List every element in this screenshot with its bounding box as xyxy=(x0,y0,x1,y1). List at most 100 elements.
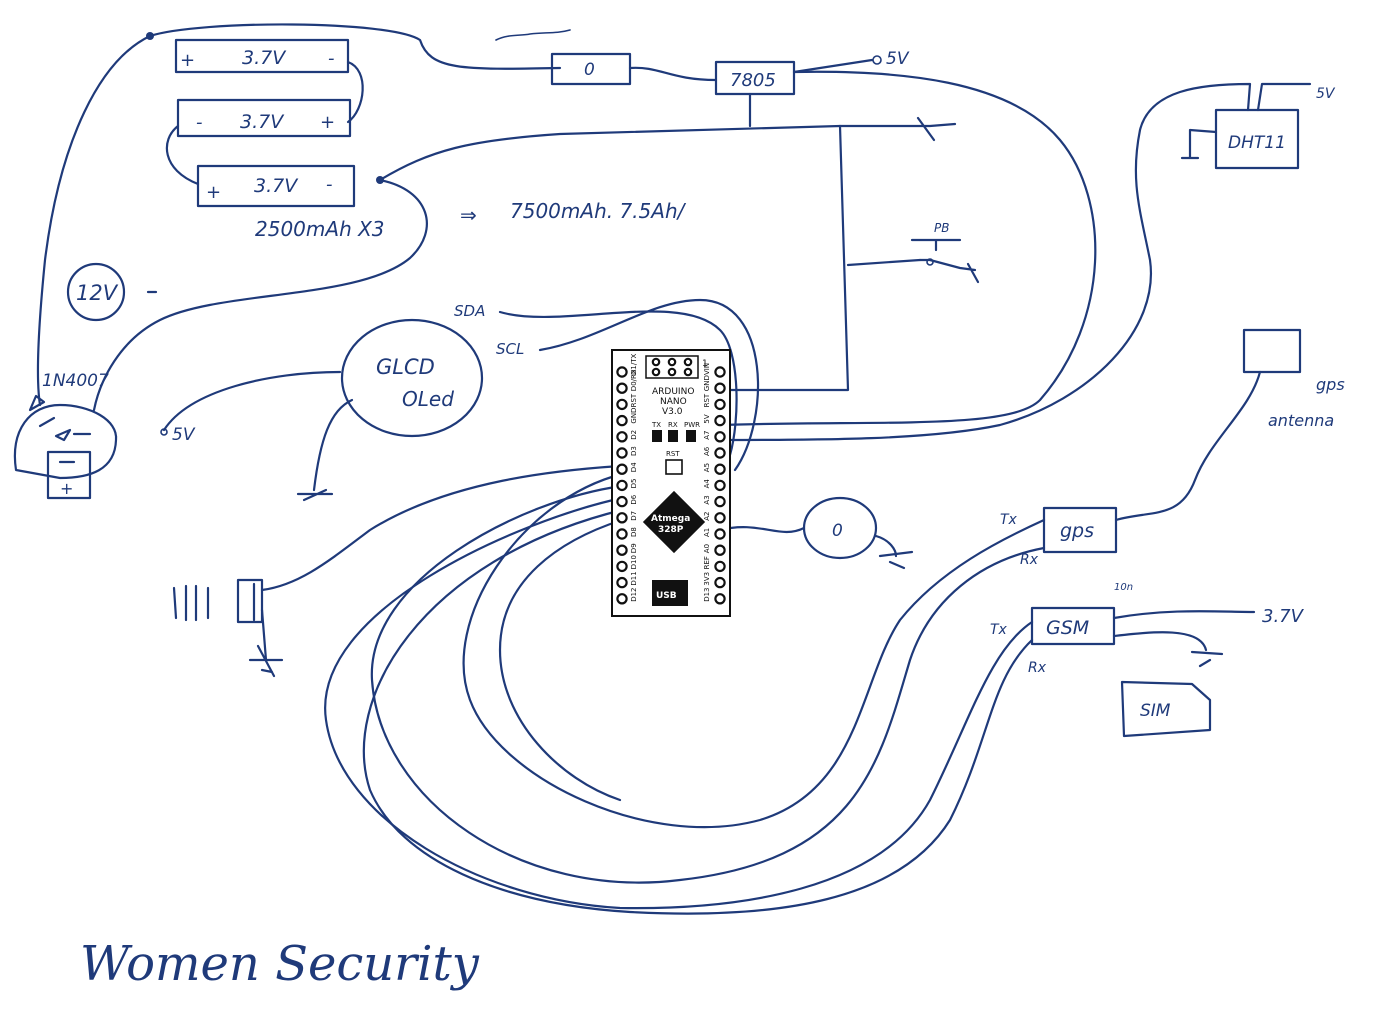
nano-pin xyxy=(714,495,726,508)
regulator-output-label: 5V xyxy=(886,49,910,69)
nano-subtitle: NANO xyxy=(660,397,687,407)
gsm-module: GSM Tx Rx 10n 3.7V SIM xyxy=(990,582,1305,738)
oled-supply-label: 5V xyxy=(172,425,196,445)
nano-pin xyxy=(714,398,726,411)
sound-waves xyxy=(172,584,210,622)
wire-battery-negative xyxy=(92,178,428,412)
nano-pin-label: A7 xyxy=(703,431,711,440)
speaker xyxy=(172,464,622,678)
led-label-tx: TX xyxy=(651,421,661,429)
sim-card xyxy=(1120,680,1212,738)
nano-pin-label: D2 xyxy=(630,430,638,440)
capacity-arrow: ⇒ xyxy=(460,203,477,227)
ground-symbol-top xyxy=(838,116,957,142)
nano-pin-label: A3 xyxy=(703,495,711,504)
nano-pin-label: D10 xyxy=(630,555,638,569)
nano-pin-label: A4 xyxy=(703,479,711,489)
nano-pin-label: A5 xyxy=(703,463,711,472)
nano-pin-label: D6 xyxy=(630,494,638,504)
nano-pin xyxy=(616,495,628,508)
nano-pin-label: D0/RX xyxy=(630,369,638,391)
pwr-led xyxy=(686,430,696,442)
wire-sda xyxy=(498,310,738,457)
nano-pin xyxy=(616,576,628,589)
oled-outline xyxy=(340,318,484,438)
nano-pin-label: GND xyxy=(630,408,638,424)
nano-pin xyxy=(714,366,726,378)
cell-body xyxy=(196,164,356,208)
sda-label: SDA xyxy=(454,302,485,320)
wire-5v-to-nano xyxy=(718,70,1097,427)
nano-pin-label: RST xyxy=(630,393,638,407)
speaker-ground xyxy=(248,608,284,678)
cell-voltage: 3.7V xyxy=(242,47,287,69)
wire-rail-to-nano xyxy=(716,124,850,392)
diode-label: 1N4007 xyxy=(42,371,109,391)
nano-pin xyxy=(714,576,726,589)
gsm-tx: Tx xyxy=(990,622,1008,638)
oled-supply-terminal xyxy=(160,428,168,436)
chip-label-line2: 328P xyxy=(658,525,684,535)
gsm-body xyxy=(1030,606,1116,646)
regulator-output-wire xyxy=(792,58,874,74)
battery-pack: + 3.7V - - 3.7V + + 3.7V - 2500mAh X3 ⇒ … xyxy=(146,32,687,241)
cell-voltage: 3.7V xyxy=(254,175,299,197)
arduino-nano: 1 ARDUINO NANO V3.0 TX RX PWR RST Atmega… xyxy=(611,349,731,617)
nano-pin xyxy=(616,366,628,378)
oled-ground xyxy=(296,398,354,502)
speaker-wire xyxy=(260,464,622,592)
nano-board xyxy=(611,349,731,617)
oled-display: GLCD OLed 5V SDA SCL xyxy=(160,298,760,502)
reset-label: RST xyxy=(666,450,680,458)
usb-port xyxy=(652,580,688,606)
icsp-pin1-label: 1 xyxy=(702,359,708,369)
nano-pin xyxy=(616,431,628,443)
knob-label: 0 xyxy=(832,521,843,541)
nano-pin xyxy=(616,463,628,475)
antenna-label-line1: gps xyxy=(1316,375,1345,394)
cell-body xyxy=(176,98,352,138)
nano-pin-label: VIN xyxy=(703,363,711,375)
nano-pin xyxy=(714,447,726,459)
cell-body xyxy=(174,38,350,74)
nano-pin-label: 3V3 xyxy=(703,572,711,586)
gps-body xyxy=(1042,506,1118,554)
nano-version: V3.0 xyxy=(662,407,683,417)
nano-pin-label: D5 xyxy=(630,479,638,489)
nano-pin-label: 5V xyxy=(703,414,711,423)
nano-pin-label: D11 xyxy=(630,571,638,585)
nano-pin xyxy=(616,479,628,492)
cell-link-2-3 xyxy=(165,124,200,186)
wire-nano-loop xyxy=(498,518,624,802)
oled-supply-wire xyxy=(162,370,342,432)
nano-pin-label: D8 xyxy=(630,527,638,537)
potentiometer: 0 xyxy=(718,496,914,570)
gsm-ground xyxy=(1112,631,1224,668)
nano-pin xyxy=(714,593,726,605)
nano-pin xyxy=(714,560,726,573)
nano-pin xyxy=(714,414,726,427)
voltage-badge: 12V xyxy=(66,262,158,322)
dht-supply-wire xyxy=(1256,82,1312,112)
wire-switch-to-regulator xyxy=(628,66,718,82)
nano-pin xyxy=(616,528,628,540)
badge-label: 12V xyxy=(76,281,119,305)
led-label-pwr: PWR xyxy=(684,421,700,429)
wire-gsm-tx xyxy=(324,496,1034,910)
total-capacity-note: 7500mAh. 7.5Ah/ xyxy=(510,199,687,223)
pushbutton-cap xyxy=(910,238,962,252)
regulator-7805: 7805 5V xyxy=(714,49,910,128)
nano-pin-label: GND xyxy=(703,375,711,391)
pushbutton-terminal xyxy=(926,258,934,266)
dht-label: DHT11 xyxy=(1228,133,1286,153)
wire-gps-tx xyxy=(462,472,1046,829)
nano-pin xyxy=(714,382,726,394)
chip-label-line1: Atmega xyxy=(651,514,690,524)
cell-left-sign: + xyxy=(180,50,195,71)
pushbutton: PB xyxy=(910,221,980,284)
nano-pin xyxy=(714,544,726,556)
icsp-header: 1 xyxy=(645,355,708,379)
scl-label: SCL xyxy=(496,340,524,358)
reset-button xyxy=(665,459,683,475)
